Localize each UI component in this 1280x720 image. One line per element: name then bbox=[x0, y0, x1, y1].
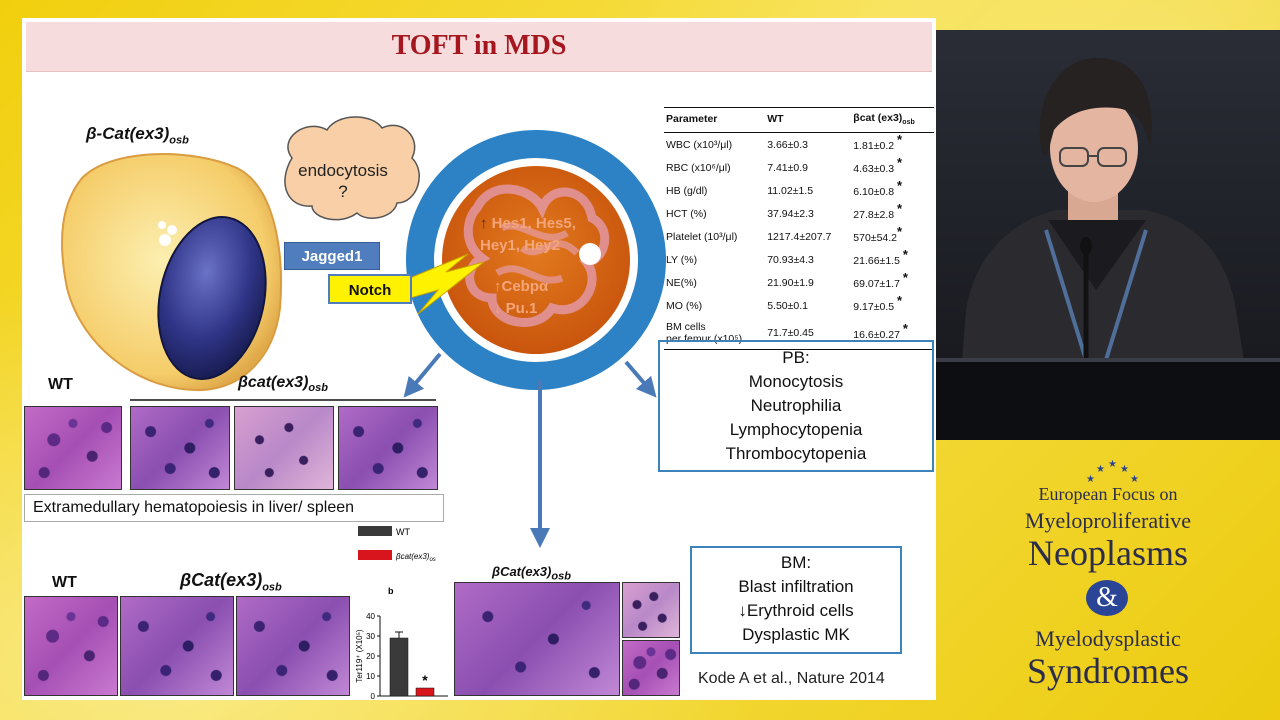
bm-findings-box: BM: Blast infiltration ↓Erythroid cells … bbox=[690, 546, 902, 654]
branding-line5: Syndromes bbox=[1027, 651, 1189, 691]
speaker-figure bbox=[936, 30, 1280, 440]
y-tick-label: 30 bbox=[366, 632, 375, 641]
endocytosis-label: endocytosis ? bbox=[298, 161, 388, 201]
branding-line2: Myeloproliferative bbox=[1024, 508, 1192, 533]
significance-star: * bbox=[422, 672, 428, 688]
histology2-wt bbox=[24, 596, 118, 696]
endocytosis-cloud bbox=[284, 116, 420, 221]
bar-wt bbox=[389, 637, 409, 697]
legend-wt-text: WT bbox=[396, 527, 410, 537]
transcription-factors: ↑Cebpα ↓ Pu.1 bbox=[494, 278, 549, 317]
jagged1-label: Jagged1 bbox=[284, 242, 380, 270]
y-axis-label: Ter119⁺ (X10⁵) bbox=[355, 629, 364, 683]
histology-bcat-2 bbox=[234, 406, 334, 490]
histology-wt-liver bbox=[24, 406, 122, 490]
branding-line1: European Focus on bbox=[1038, 484, 1178, 504]
hsc-cell bbox=[406, 130, 666, 390]
y-tick-label: 10 bbox=[366, 672, 375, 681]
bar-bcat bbox=[415, 687, 435, 697]
bm-histology-inset-1 bbox=[622, 582, 680, 638]
slide-title-bar: TOFT in MDS bbox=[26, 22, 932, 72]
svg-text:★: ★ bbox=[1108, 459, 1117, 470]
histology2-bcat-1 bbox=[120, 596, 234, 696]
hist2-wt-label: WT bbox=[52, 574, 77, 591]
legend-bcat-text: βcat(ex3)os bbox=[395, 552, 436, 563]
svg-text:★: ★ bbox=[1130, 474, 1139, 485]
slide-title: TOFT in MDS bbox=[391, 30, 567, 61]
pb-findings-box: PB: Monocytosis Neutrophilia Lymphocytop… bbox=[658, 340, 934, 472]
col-parameter: Parameter bbox=[664, 106, 766, 134]
panel-label: b bbox=[388, 586, 394, 596]
notch-label: Notch bbox=[328, 274, 412, 304]
svg-text:★: ★ bbox=[1096, 464, 1105, 475]
hist2-bcat-label: βCat(ex3)osb bbox=[180, 570, 282, 594]
bm-histology-main bbox=[454, 582, 620, 696]
histology-bcat-1 bbox=[130, 406, 230, 490]
osteoblast-cell bbox=[61, 153, 282, 392]
bm-histology-inset-2 bbox=[622, 640, 680, 696]
branding-line4: Myelodysplastic bbox=[1035, 626, 1181, 651]
hist-bcat-label: βcat(ex3)osb bbox=[238, 374, 328, 395]
histology2-bcat-2 bbox=[236, 596, 350, 696]
branding-line3: Neoplasms bbox=[1028, 533, 1188, 573]
y-tick-label: 20 bbox=[366, 652, 375, 661]
chart-bars: * bbox=[389, 631, 435, 697]
conference-branding: ★★★ ★★ European Focus on Myeloproliferat… bbox=[936, 456, 1280, 706]
speaker-video bbox=[936, 30, 1280, 440]
y-tick-label: 40 bbox=[366, 612, 375, 621]
col-wt: WT bbox=[765, 106, 852, 134]
cell-diagram bbox=[61, 116, 666, 548]
notch-target-genes: ↑ Hes1, Hes5, Hey1, Hey2 bbox=[480, 215, 576, 254]
legend-swatch-wt bbox=[358, 526, 392, 536]
arrow-to-extramedullary bbox=[403, 352, 442, 398]
ampersand-badge: & bbox=[1086, 580, 1128, 616]
extramedullary-caption: Extramedullary hematopoiesis in liver/ s… bbox=[24, 494, 444, 522]
svg-text:★: ★ bbox=[1086, 474, 1095, 485]
ter119-chart: WT βcat(ex3)os b Ter119⁺ (X10⁵) 0 10 20 30 4… bbox=[355, 526, 448, 700]
col-bcat: βcat (ex3)osb bbox=[851, 106, 934, 134]
histology-bcat-3 bbox=[338, 406, 438, 490]
presentation-slide: TOFT in MDS bbox=[22, 18, 936, 700]
blood-parameter-table: Parameter WT βcat (ex3)osb WBC (x10³/μl)… bbox=[664, 106, 934, 351]
hist-wt-label: WT bbox=[48, 376, 73, 393]
reference-citation: Kode A et al., Nature 2014 bbox=[698, 670, 885, 687]
arrow-to-pb bbox=[624, 360, 657, 398]
cell-label: β-Cat(ex3)osb bbox=[86, 124, 189, 147]
eu-stars-icon: ★★★ ★★ bbox=[1084, 456, 1144, 486]
y-tick-label: 0 bbox=[371, 692, 376, 700]
hist3-bcat-label: βCat(ex3)osb bbox=[492, 564, 571, 583]
legend-swatch-bcat bbox=[358, 550, 392, 560]
svg-text:★: ★ bbox=[1120, 464, 1129, 475]
